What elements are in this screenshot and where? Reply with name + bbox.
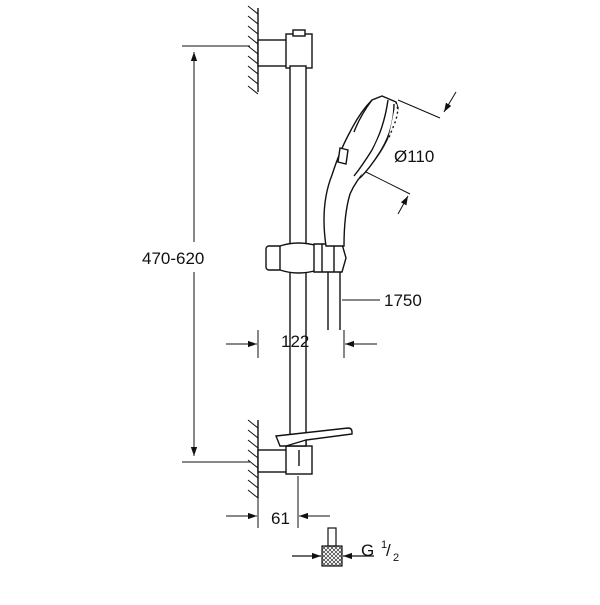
slider-holder — [265, 242, 347, 274]
hose-connector — [292, 527, 374, 567]
bottom-wall-bracket — [257, 445, 313, 475]
dimension-diameter — [365, 91, 457, 215]
rail-height-label: 470-620 — [142, 249, 204, 268]
thread-numerator: 1 — [381, 539, 387, 551]
thread-slash: / — [386, 541, 391, 560]
thread-denominator: 2 — [393, 552, 399, 564]
top-wall-bracket — [257, 29, 313, 69]
wall-offset-label: 61 — [271, 509, 290, 528]
wall-bottom — [247, 419, 259, 499]
shower-hose — [327, 272, 341, 330]
projection-label: 122 — [281, 332, 309, 351]
connection-thread-label: G 1 / 2 — [361, 539, 399, 564]
soap-dish — [275, 427, 353, 447]
thread-prefix: G — [361, 541, 374, 560]
dimension-rail-height — [182, 45, 250, 463]
wall-top — [247, 5, 259, 95]
dimension-wall-offset — [226, 476, 330, 528]
dimension-projection — [226, 330, 377, 358]
diameter-label: Ø110 — [394, 147, 434, 166]
hand-shower — [323, 95, 399, 247]
hose-length-label: 1750 — [384, 291, 422, 310]
